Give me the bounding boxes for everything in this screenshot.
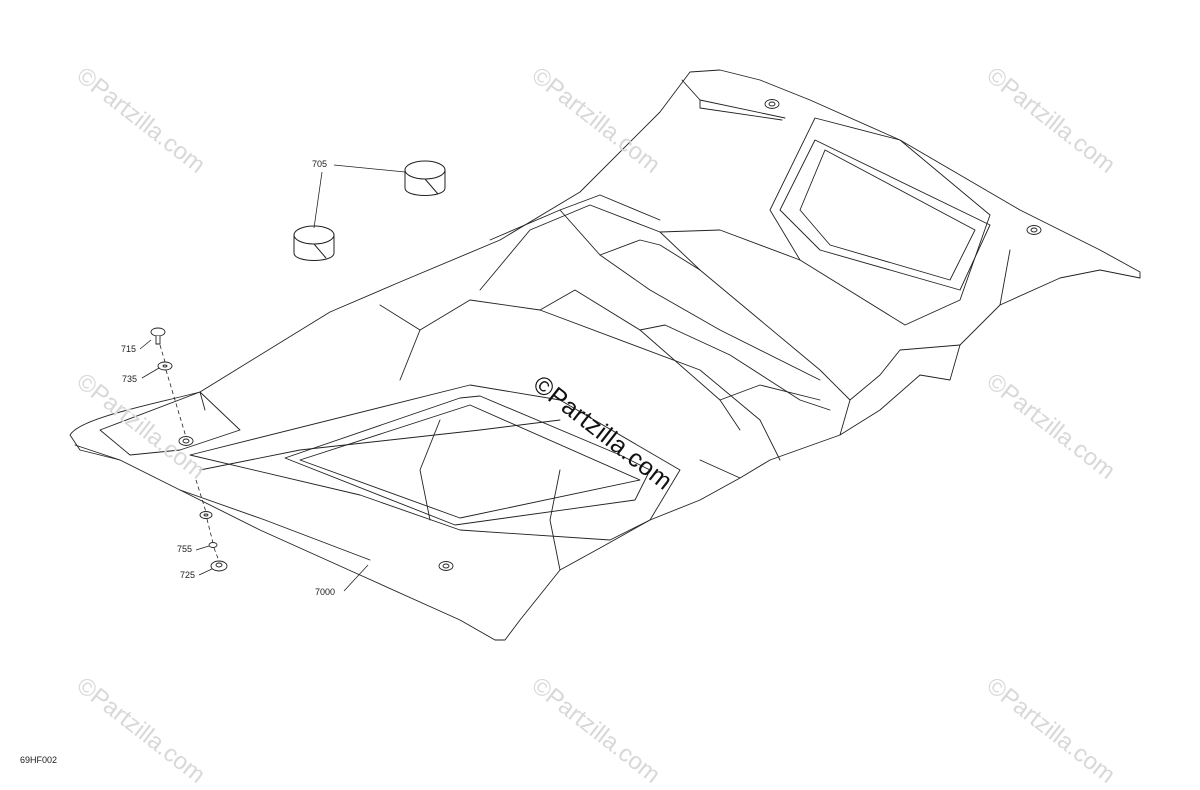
nut-725 <box>210 560 228 572</box>
washer-755 <box>208 542 218 548</box>
callout-735: 735 <box>122 374 138 384</box>
callout-705: 705 <box>312 159 328 169</box>
leader-lines <box>139 164 406 592</box>
bolt-715 <box>150 327 166 345</box>
strap-clip-705-upper <box>404 160 446 196</box>
roof-panel-7000 <box>69 69 1141 641</box>
diagram-code: 69HF002 <box>20 755 58 765</box>
callout-725: 725 <box>180 570 196 580</box>
washer-735 <box>157 361 173 371</box>
strap-clip-705-lower <box>293 225 335 261</box>
mounting-holes <box>178 99 1042 571</box>
assembly-lines <box>159 344 220 562</box>
washer-lower <box>199 511 213 519</box>
callout-7000: 7000 <box>315 587 336 597</box>
callout-715: 715 <box>121 344 137 354</box>
callout-755: 755 <box>177 544 193 554</box>
